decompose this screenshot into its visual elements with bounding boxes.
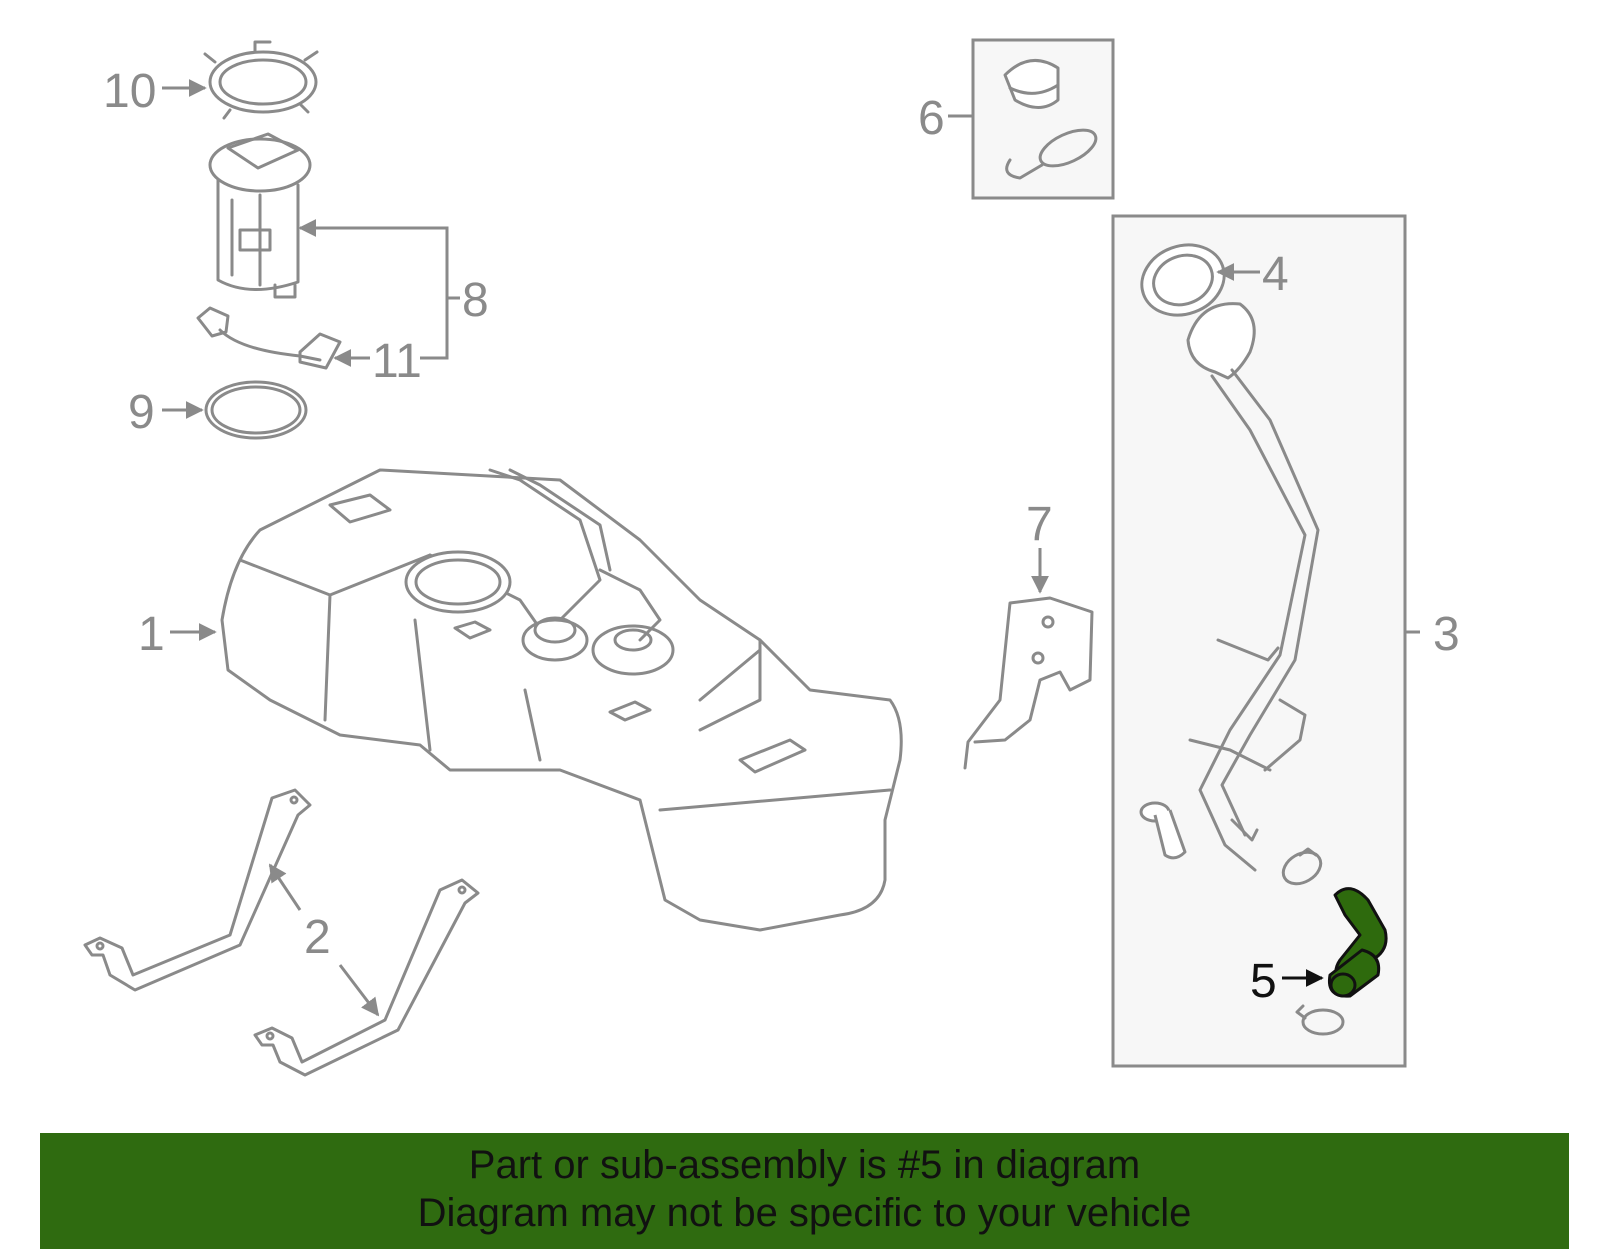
- callout-2: 2: [304, 911, 331, 964]
- tank-strap-rear-part[interactable]: [253, 878, 480, 1077]
- tank-strap-front-part[interactable]: [83, 788, 312, 992]
- fuel-cap-part[interactable]: [1003, 59, 1101, 180]
- callout-11: 11: [372, 335, 422, 388]
- fuel-pump-module-part[interactable]: [208, 132, 312, 299]
- fuel-tank-part[interactable]: [220, 468, 903, 932]
- callout-7: 7: [1026, 498, 1053, 551]
- callout-5: 5: [1250, 955, 1277, 1008]
- info-banner: Part or sub-assembly is #5 in diagram Di…: [40, 1133, 1569, 1249]
- lock-ring-part[interactable]: [203, 40, 319, 120]
- callout-4: 4: [1262, 248, 1289, 301]
- banner-line-2: Diagram may not be specific to your vehi…: [417, 1191, 1192, 1235]
- filler-pipe-part[interactable]: [1186, 302, 1320, 872]
- bracket-part[interactable]: [963, 596, 1094, 770]
- pump-gasket-part[interactable]: [204, 380, 308, 440]
- callout-6: 6: [918, 92, 945, 145]
- filler-grommet-part[interactable]: [1139, 801, 1187, 860]
- callout-10: 10: [103, 65, 156, 118]
- callout-3: 3: [1433, 608, 1460, 661]
- banner-line-1: Part or sub-assembly is #5 in diagram: [468, 1143, 1141, 1187]
- hose-clamp-upper-part[interactable]: [1278, 846, 1327, 890]
- callout-8: 8: [462, 274, 489, 327]
- callout-9: 9: [128, 386, 155, 439]
- filler-hose-highlighted-part[interactable]: [1327, 887, 1388, 998]
- callout-1: 1: [138, 608, 165, 661]
- fuel-level-sender-part[interactable]: [196, 306, 342, 370]
- hose-clamp-lower-part[interactable]: [1295, 1004, 1345, 1036]
